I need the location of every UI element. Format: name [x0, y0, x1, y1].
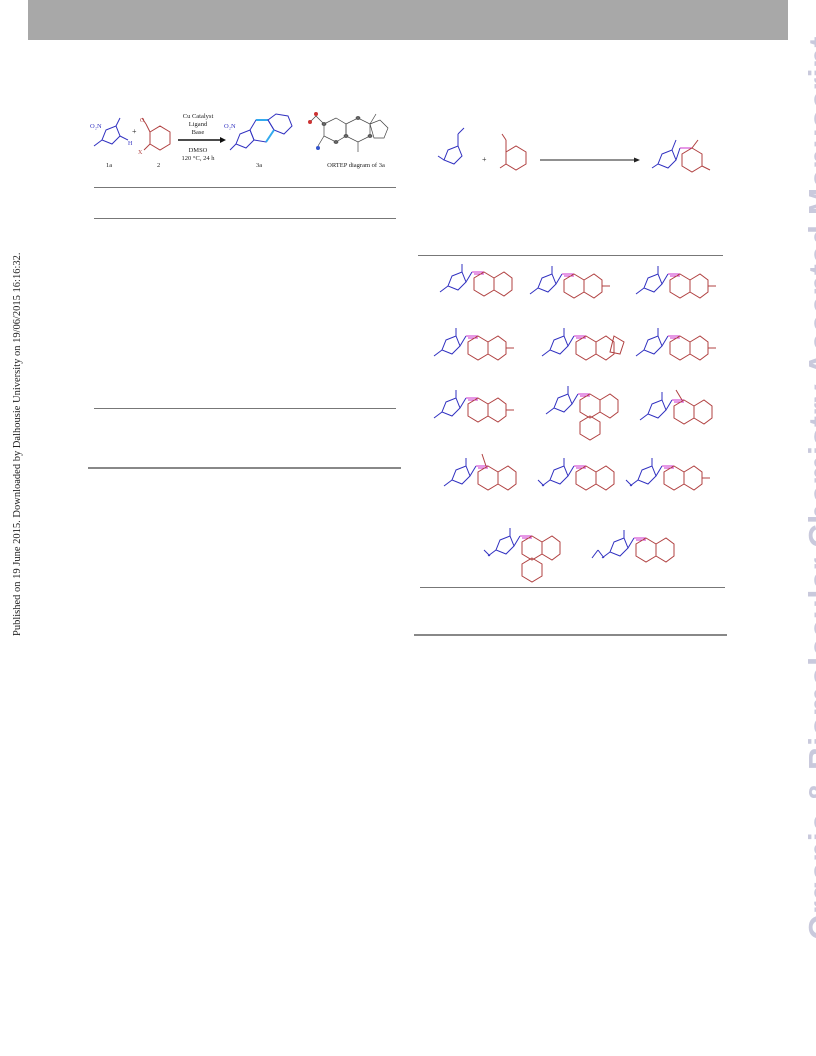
reagent-base: Base [192, 129, 205, 136]
scope-product [591, 529, 675, 563]
scope-product [537, 457, 615, 491]
reagent-catalyst: Cu Catalyst [183, 113, 214, 120]
table1-footer-rule [88, 467, 401, 469]
table2-top-rule [418, 255, 723, 256]
label-3a: 3a [256, 162, 262, 169]
ortep-oxygen-atom [308, 120, 312, 124]
reagent-ligand: Ligand [189, 121, 208, 128]
conditions-label: 120 °C, 24 h [182, 155, 216, 162]
scope-product [439, 263, 513, 297]
scope-product [530, 266, 610, 298]
substrate-scope-grid [420, 263, 730, 583]
plus-sign: + [132, 127, 137, 136]
scope-product [483, 527, 561, 583]
table1-top-rule [94, 187, 396, 188]
scope-product [541, 327, 625, 361]
scope-product [636, 328, 716, 360]
header-bar [28, 0, 788, 40]
h-label-1a: H [128, 141, 133, 147]
scope-product [639, 389, 713, 425]
journal-watermark: Organic & Biomolecular Chemistry Accepte… [802, 36, 816, 940]
nitro-label-1a: O₂N [90, 123, 102, 130]
compound-3a-structure [229, 113, 293, 151]
scope-product [434, 328, 514, 360]
label-2: 2 [157, 162, 160, 169]
scope-product [636, 266, 716, 298]
reaction-scheme-1: O₂N H 1a + O X 2 Cu Catalyst Ligand Base… [90, 112, 389, 169]
table2-mid-rule [420, 587, 725, 588]
scope-product [545, 385, 619, 441]
reactant-aminopyrazole [437, 127, 465, 165]
solvent-label: DMSO [189, 147, 208, 154]
ortep-oxygen-atom [314, 112, 318, 116]
scope-product [434, 390, 514, 422]
ortep-diagram [309, 113, 389, 152]
table2-footer-rule [414, 634, 727, 636]
x-label-2: X [138, 150, 143, 156]
reaction-scheme-2: + [437, 127, 711, 173]
scope-product [625, 458, 710, 490]
ortep-nitrogen-atom [316, 146, 320, 150]
table1-header-rule [94, 218, 396, 219]
publication-note: Published on 19 June 2015. Downloaded by… [12, 252, 23, 636]
compound-2-structure [141, 117, 171, 151]
product-general [651, 139, 711, 173]
reactant-benzaldehyde [499, 133, 527, 171]
scope-product [443, 453, 517, 491]
ortep-caption: ORTEP diagram of 3a [327, 162, 385, 169]
plus-sign-2: + [482, 155, 487, 164]
label-1a: 1a [106, 162, 112, 169]
o-label-2: O [140, 118, 145, 124]
table1-bottom-rule [94, 408, 396, 409]
nitro-label-3a: O₂N [224, 123, 236, 130]
compound-1a-structure [93, 117, 129, 147]
